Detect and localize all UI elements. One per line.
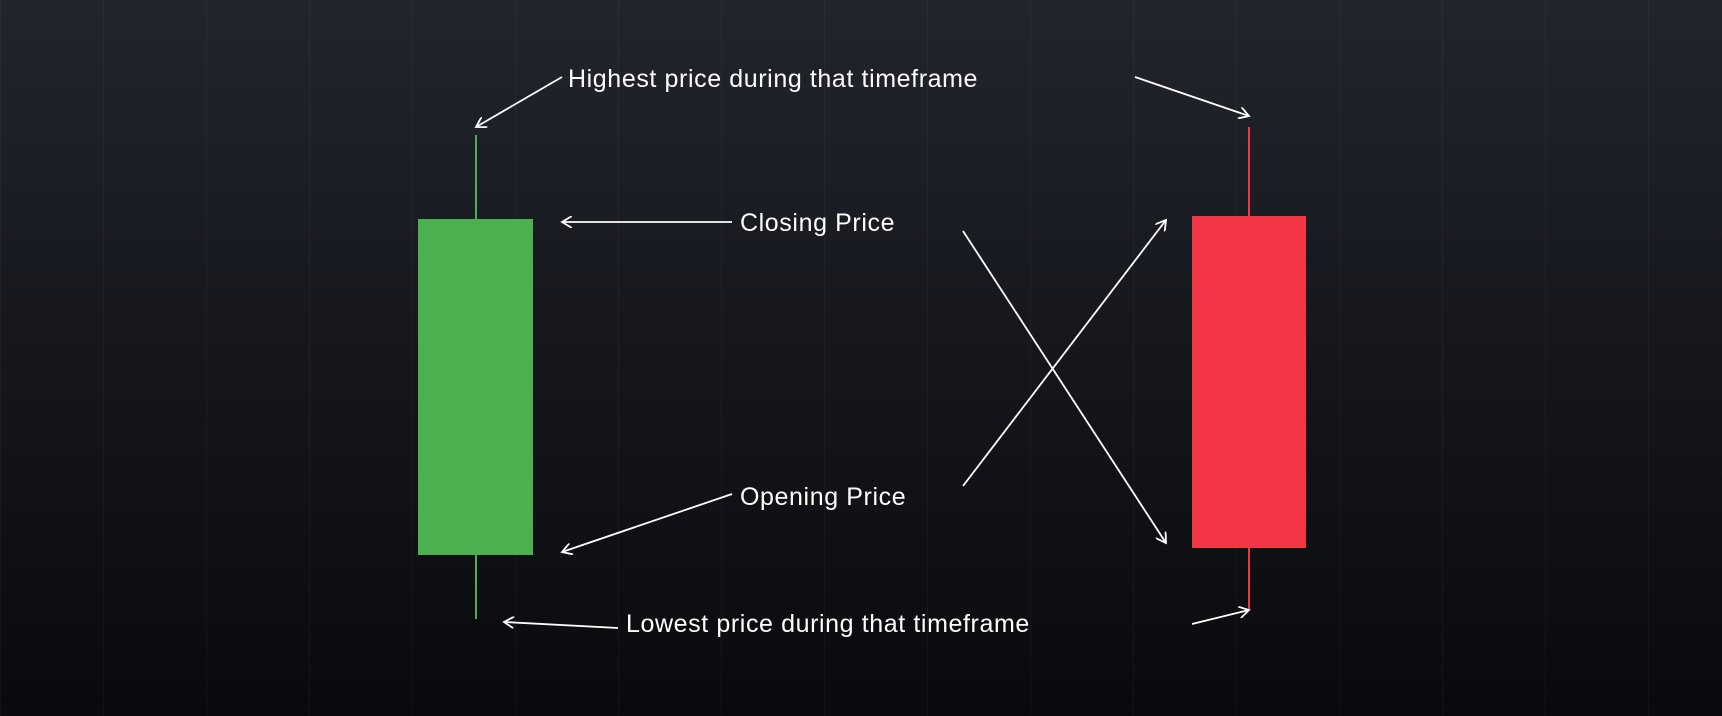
closing-price-label: Closing Price [740,209,895,237]
opening-price-label: Opening Price [740,483,906,511]
bearish-body [1192,216,1306,548]
low-price-label: Lowest price during that timeframe [626,610,1030,638]
close-arrow-right [962,230,1166,543]
bearish-candle [1192,127,1306,610]
open-arrow-right [962,220,1166,487]
bullish-body [418,219,533,555]
high-arrow-right [1134,76,1249,116]
annotation-arrows [476,76,1249,629]
bullish-candle [418,135,533,619]
high-arrow-left [476,76,563,127]
low-arrow-right [1191,610,1249,625]
high-price-label: Highest price during that timeframe [568,65,978,93]
low-arrow-left [504,622,619,629]
open-arrow-left [562,493,733,552]
